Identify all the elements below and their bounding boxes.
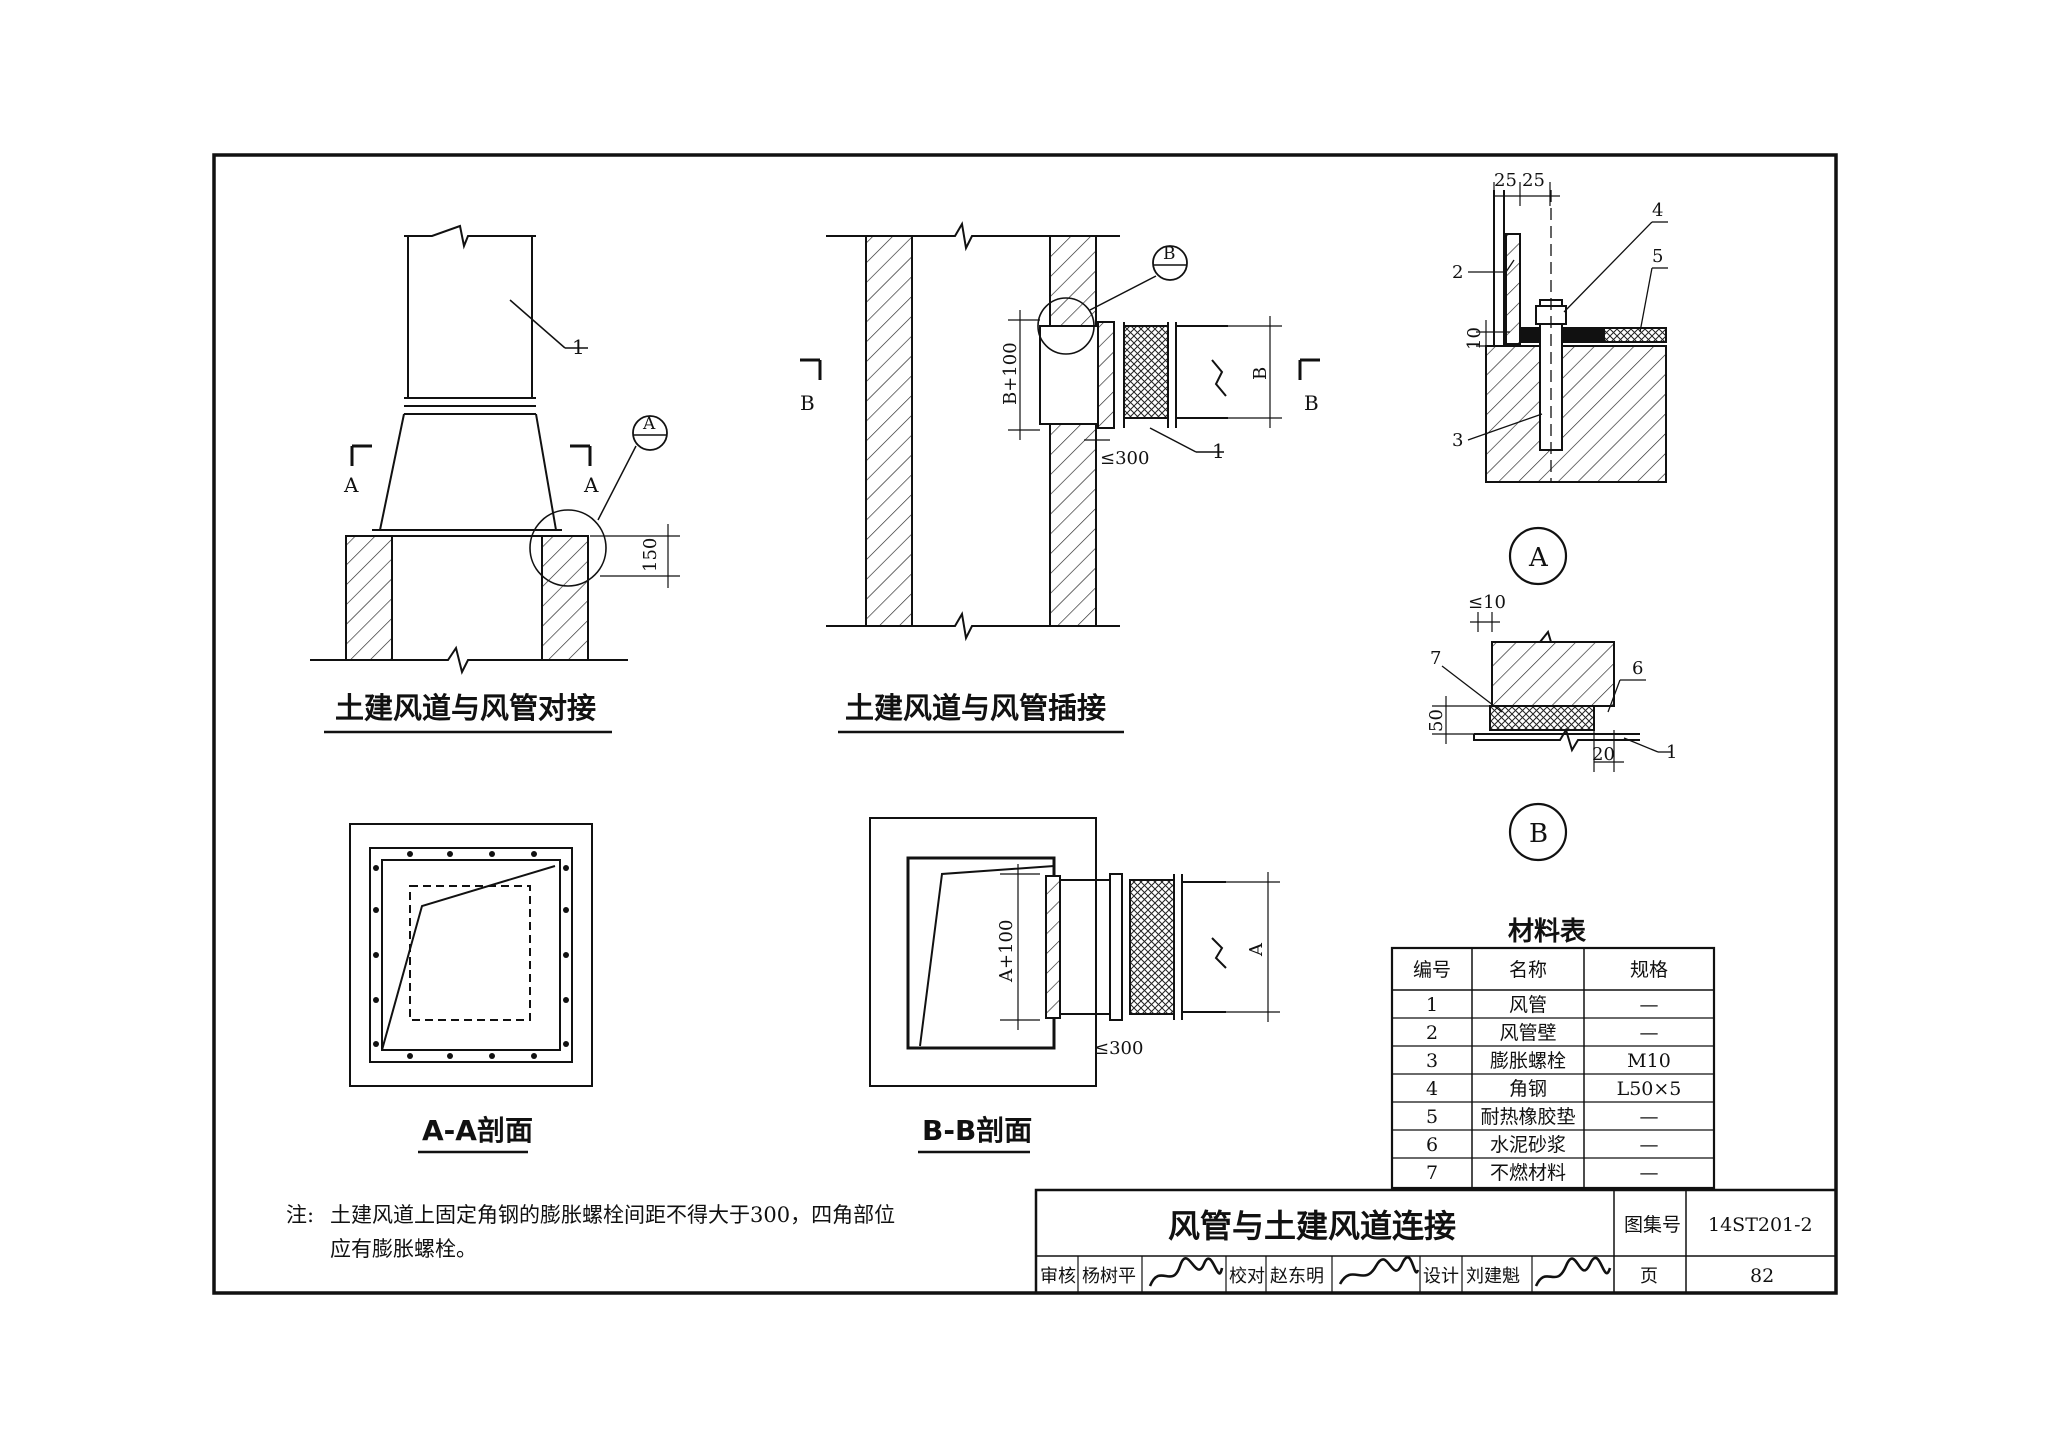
butt-callout-1: 1 [572,335,585,359]
dim-300-insert: ≤300 [1100,448,1149,469]
butt-joint-title: 土建风道与风管对接 [335,691,596,725]
detail-a-callout-2: 2 [1452,262,1463,283]
table-cell: 水泥砂浆 [1490,1134,1566,1156]
section-mark-b-left: B [800,391,815,415]
section-bb-labels: A+100 A ≤300 B-B剖面 [922,920,1267,1147]
table-cell: — [1640,1134,1659,1156]
note-block: 注: 土建风道上固定角钢的膨胀螺栓间距不得大于300，四角部位 应有膨胀螺栓。 [286,1203,895,1261]
table-cell: 3 [1426,1050,1438,1072]
detail-a-callout-3: 3 [1452,430,1463,451]
table-header-number: 编号 [1413,959,1451,981]
detail-a-labels: 25 25 10 2 3 4 5 A [1452,170,1663,573]
dim-150: 150 [640,538,661,572]
table-cell: 膨胀螺栓 [1490,1050,1566,1072]
detail-a-callout-4: 4 [1652,200,1663,221]
materials-table [1390,946,1716,1190]
table-cell: 风管壁 [1499,1022,1556,1044]
table-cell: L50×5 [1617,1078,1682,1100]
insert-joint-title: 土建风道与风管插接 [845,691,1106,725]
table-cell: — [1640,1162,1659,1184]
detail-a-dim-25-left: 25 [1494,170,1517,191]
check-label: 校对 [1229,1266,1265,1287]
checker-name: 赵东明 [1270,1266,1324,1287]
designer-name: 刘建魁 [1466,1266,1520,1287]
designer-signature [1534,1256,1612,1287]
butt-joint-view [310,224,680,675]
title-block [1034,1188,1838,1295]
section-bb-view [869,817,1280,1087]
table-cell: M10 [1627,1050,1671,1072]
checker-signature [1338,1255,1420,1285]
dim-a-plus-100: A+100 [996,920,1017,983]
dim-a: A [1246,942,1267,957]
detail-b-view [1432,612,1672,862]
materials-caption: 材料表 [1508,917,1587,947]
dim-b: B [1250,367,1271,380]
reviewer-signature [1148,1257,1224,1287]
section-mark-a-right: A [583,473,599,497]
detail-b-dim-50: 50 [1426,709,1447,732]
section-mark-b-right: B [1304,391,1319,415]
note-line-2: 应有膨胀螺栓。 [330,1237,477,1261]
note-prefix: 注: [286,1203,314,1227]
detail-ref-b: B [1163,244,1176,264]
table-cell: 5 [1426,1106,1438,1128]
table-cell: 风管 [1509,994,1547,1016]
detail-a-callout-5: 5 [1652,246,1663,267]
table-cell: 2 [1426,1022,1438,1044]
section-aa-view [349,823,593,1087]
insert-joint-view [800,221,1320,642]
table-cell: 1 [1426,994,1438,1016]
detail-b-callout-7: 7 [1430,648,1441,669]
section-bb-title: B-B剖面 [922,1114,1032,1147]
detail-b-labels: ≤10 50 20 7 6 1 B [1426,592,1677,849]
title-block-text: 风管与土建风道连接 图集号 14ST201-2 审核 杨树平 校对 赵东明 设计… [1040,1207,1813,1287]
detail-a-dim-25-right: 25 [1522,170,1545,191]
detail-b-label: B [1529,819,1548,849]
detail-a-view [1467,182,1668,586]
table-cell: 耐热橡胶垫 [1480,1106,1575,1128]
table-cell: 6 [1426,1134,1438,1156]
atlas-number: 14ST201-2 [1708,1214,1813,1236]
table-header-name: 名称 [1509,959,1547,981]
note-line-1: 土建风道上固定角钢的膨胀螺栓间距不得大于300，四角部位 [330,1203,895,1227]
atlas-label: 图集号 [1624,1214,1681,1236]
detail-b-callout-6: 6 [1632,658,1643,679]
drawing-title: 风管与土建风道连接 [1168,1207,1456,1245]
review-label: 审核 [1040,1266,1076,1287]
table-header-spec: 规格 [1630,959,1668,981]
detail-ref-a: A [642,414,656,434]
table-cell: 不燃材料 [1490,1162,1566,1184]
section-mark-a-left: A [343,473,359,497]
dim-300-section: ≤300 [1094,1038,1143,1059]
table-cell: — [1640,1106,1659,1128]
detail-b-dim-10: ≤10 [1468,592,1506,613]
detail-b-dim-20: 20 [1592,744,1615,765]
insert-joint-labels: B B B B+100 B ≤300 1 土建风道与风管插接 [800,244,1319,725]
dim-b-plus-100: B+100 [1000,342,1021,405]
design-label: 设计 [1423,1266,1459,1287]
detail-b-callout-1: 1 [1666,742,1677,763]
table-cell: 7 [1426,1162,1438,1184]
table-cell: — [1640,1022,1659,1044]
page-label: 页 [1640,1266,1658,1287]
section-aa-title: A-A剖面 [422,1114,533,1147]
page-number: 82 [1750,1265,1774,1287]
sheet-border [212,153,1838,1295]
table-cell: — [1640,994,1659,1016]
table-cell: 角钢 [1509,1078,1547,1100]
butt-joint-labels: 1 A A A 150 土建风道与风管对接 [335,335,661,725]
materials-table-text: 编号 名称 规格 1 风管 — 2 风管壁 — 3 膨胀螺栓 M10 4 角钢 … [1413,959,1681,1184]
insert-callout-1: 1 [1212,439,1225,463]
table-cell: 4 [1426,1078,1438,1100]
reviewer-name: 杨树平 [1082,1266,1136,1287]
detail-a-dim-10: 10 [1464,327,1485,350]
detail-a-label: A [1528,543,1549,573]
